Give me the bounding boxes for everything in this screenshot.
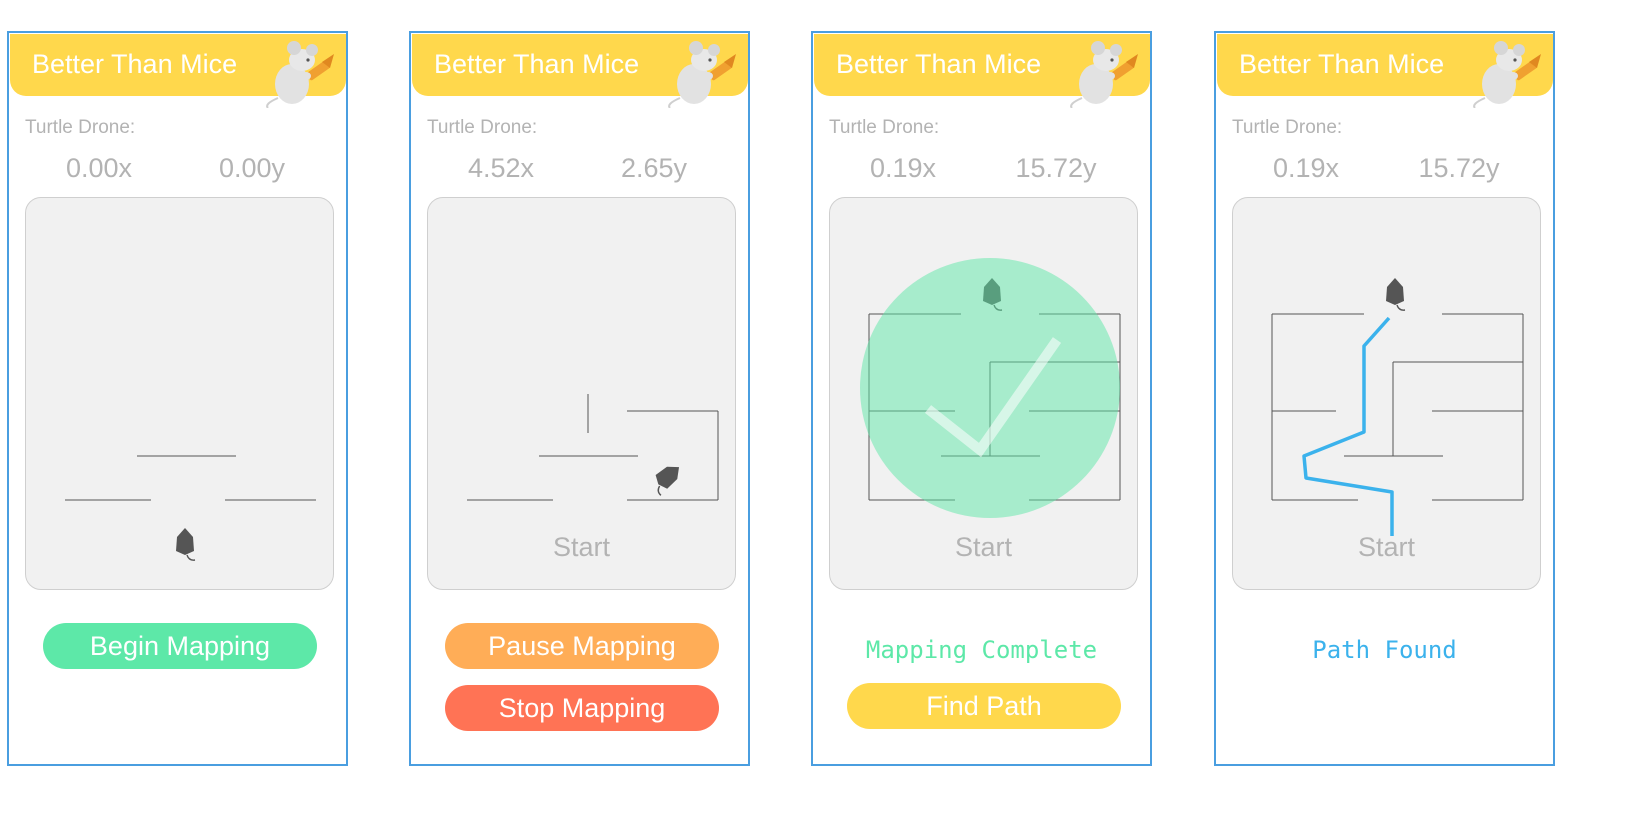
turtle-drone-icon bbox=[176, 528, 196, 561]
drone-label: Turtle Drone: bbox=[1232, 117, 1343, 138]
x-coordinate: 0.19x bbox=[869, 153, 937, 183]
maze-map-panel: Start bbox=[1232, 197, 1541, 590]
x-coordinate: 4.52x bbox=[467, 153, 535, 183]
turtle-drone-icon bbox=[655, 466, 680, 496]
check-circle-icon bbox=[860, 258, 1120, 518]
phone-screen-complete: Better Than Mice Turtle Drone: 0.19x 15.… bbox=[811, 31, 1152, 766]
mapping-complete-status: Mapping Complete bbox=[865, 636, 1098, 664]
path-found-status: Path Found bbox=[1312, 636, 1457, 664]
app-header: Better Than Mice bbox=[10, 34, 346, 108]
app-title: Better Than Mice bbox=[434, 49, 640, 79]
found-path-line bbox=[1302, 316, 1394, 536]
x-coordinate: 0.00x bbox=[65, 153, 133, 183]
app-header: Better Than Mice bbox=[412, 34, 748, 108]
stop-mapping-button[interactable]: Stop Mapping bbox=[445, 685, 719, 731]
mouse-logo-icon bbox=[266, 41, 334, 108]
maze-map-panel bbox=[25, 197, 334, 590]
x-coordinate: 0.19x bbox=[1272, 153, 1340, 183]
phone-screen-mapping: Better Than Mice Turtle Drone: 4.52x 2.6… bbox=[409, 31, 750, 766]
y-coordinate: 15.72y bbox=[1015, 153, 1097, 183]
app-title: Better Than Mice bbox=[32, 49, 238, 79]
maze-map-panel: Start bbox=[829, 197, 1138, 590]
app-title: Better Than Mice bbox=[836, 49, 1042, 79]
mouse-logo-icon bbox=[1473, 41, 1541, 108]
start-label: Start bbox=[954, 532, 1013, 562]
begin-mapping-button[interactable]: Begin Mapping bbox=[43, 623, 317, 669]
y-coordinate: 2.65y bbox=[620, 153, 688, 183]
phone-screen-path-found: Better Than Mice Turtle Drone: 0.19x 15.… bbox=[1214, 31, 1555, 766]
app-header: Better Than Mice bbox=[814, 34, 1150, 108]
maze-walls bbox=[1271, 313, 1524, 501]
pause-mapping-button[interactable]: Pause Mapping bbox=[445, 623, 719, 669]
start-label: Start bbox=[552, 532, 611, 562]
start-label: Start bbox=[1357, 532, 1416, 562]
mouse-logo-icon bbox=[668, 41, 736, 108]
maze-walls bbox=[65, 455, 316, 501]
phone-screen-begin: Better Than Mice Turtle Drone: 0.00x 0.0… bbox=[7, 31, 348, 766]
find-path-button[interactable]: Find Path bbox=[847, 683, 1121, 729]
turtle-drone-icon bbox=[1386, 278, 1406, 311]
drone-label: Turtle Drone: bbox=[25, 117, 136, 138]
mouse-logo-icon bbox=[1070, 41, 1138, 108]
drone-label: Turtle Drone: bbox=[829, 117, 940, 138]
drone-label: Turtle Drone: bbox=[427, 117, 538, 138]
app-header: Better Than Mice bbox=[1217, 34, 1553, 108]
maze-walls bbox=[467, 394, 719, 501]
y-coordinate: 0.00y bbox=[218, 153, 286, 183]
app-title: Better Than Mice bbox=[1239, 49, 1445, 79]
maze-map-panel: Start bbox=[427, 197, 736, 590]
y-coordinate: 15.72y bbox=[1418, 153, 1500, 183]
